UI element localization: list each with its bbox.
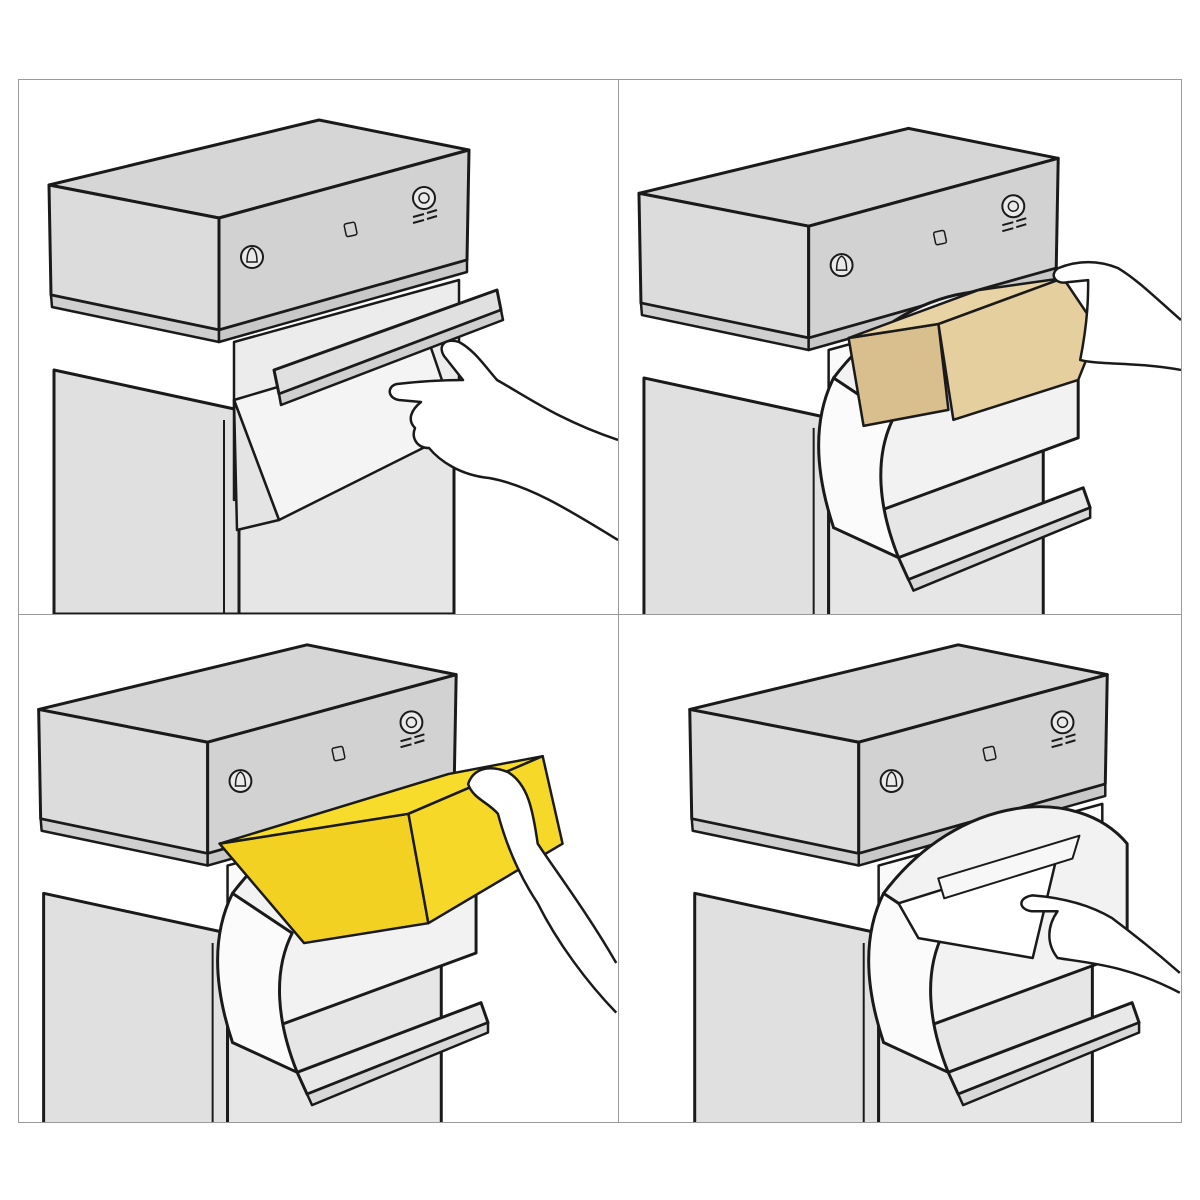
panel-brown-parcel-drawing [637,126,1181,614]
panel-open-flap-drawing [47,118,618,614]
panel-yellow-parcel-drawing [37,643,618,1122]
parcel-box [847,276,1100,428]
instruction-grid [18,79,1182,1123]
hand [466,767,618,1014]
hand [1052,260,1181,372]
flap-handle [272,288,505,407]
panel-envelope [618,614,1181,1122]
panel-brown-parcel [618,80,1181,614]
hand [388,339,618,542]
panel-open-flap [19,80,618,614]
panel-envelope-drawing [688,643,1181,1122]
envelope [897,834,1081,960]
hand [1020,894,1181,994]
panel-yellow-parcel [19,614,618,1122]
